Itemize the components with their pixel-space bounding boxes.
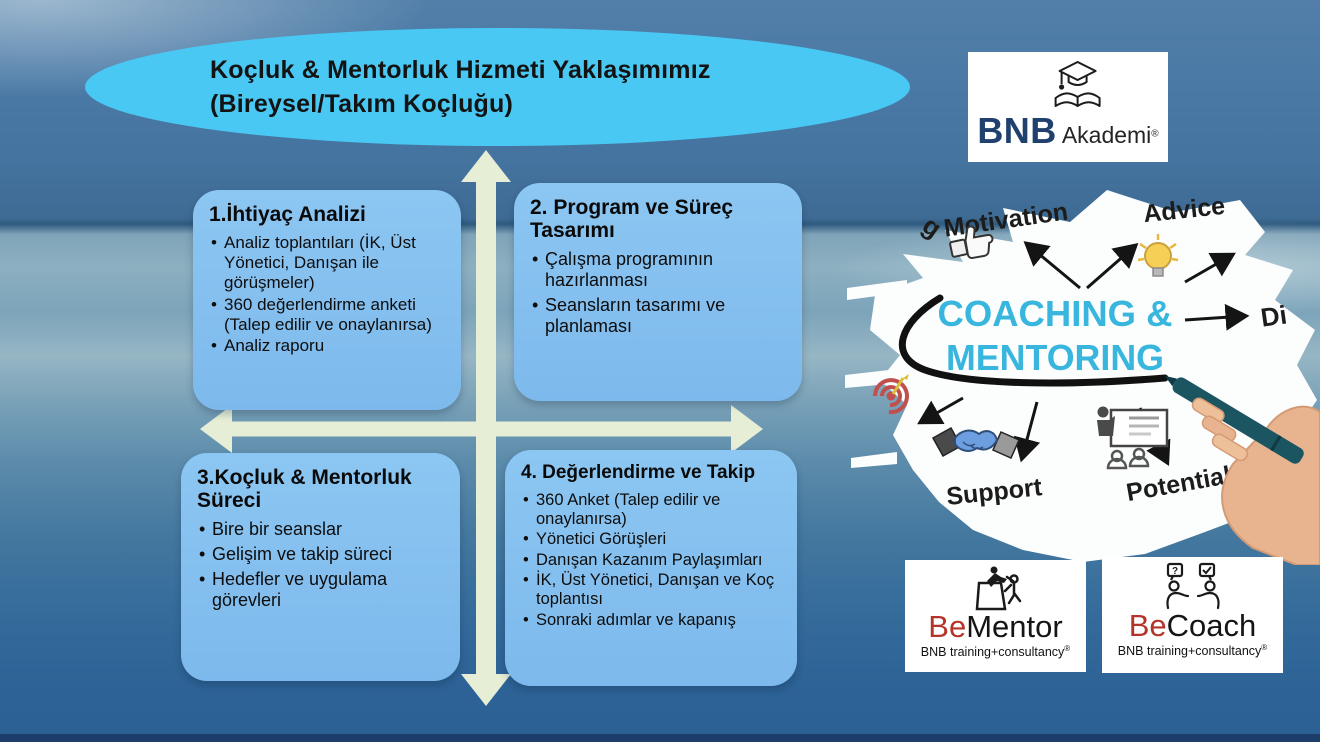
akademi-registered-mark: ® [1151, 128, 1159, 140]
coaching-heading-line1: COACHING & [938, 293, 1173, 334]
bullet-item: Sonraki adımlar ve kapanış [521, 611, 781, 631]
becoach-tagline: BNB training+consultancy® [1117, 643, 1268, 659]
bementor-name-text: Mentor [966, 609, 1063, 644]
coaching-mentoring-illustration: COACHING & MENTORING Motivation Advice g… [845, 190, 1320, 565]
hand-marker-icon [1164, 375, 1320, 565]
bementor-registered-mark: ® [1064, 644, 1071, 653]
akademi-sub-text: Akademi [1061, 122, 1152, 148]
bementor-wordmark: BeMentor [928, 611, 1062, 642]
svg-text:?: ? [1171, 566, 1177, 577]
thumbs-up-icon [949, 225, 994, 259]
slide-title-line2: (Bireysel/Takım Koçluğu) [210, 89, 514, 118]
becoach-be-text: Be [1128, 608, 1167, 643]
mentor-climb-icon [975, 566, 1021, 611]
bullet-item: Bire bir seanslar [197, 519, 444, 540]
handshake-icon [931, 426, 1020, 459]
becoach-logo: ? BeCoach BNB training+consultancy® [1102, 557, 1283, 673]
akademi-bnb-text: BNB [977, 110, 1057, 151]
quadrant-2-box: 2. Program ve Süreç Tasarımı Çalışma pro… [514, 183, 802, 401]
becoach-wordmark: BeCoach [1129, 610, 1257, 641]
quadrant-3-heading: 3.Koçluk & Mentorluk Süreci [197, 466, 412, 513]
slide-title-line1: Koçluk & Mentorluk Hizmeti Yaklaşımımız [210, 56, 711, 84]
slide-title: Koçluk & Mentorluk Hizmeti Yaklaşımımız … [210, 54, 711, 121]
bullet-item: 360 Anket (Talep edilir ve onaylanırsa) [521, 491, 781, 530]
bullet-item: Analiz toplantıları (İK, Üst Yönetici, D… [209, 233, 445, 293]
quadrant-4-box: 4. Değerlendirme ve Takip 360 Anket (Tal… [505, 450, 797, 686]
becoach-name-text: Coach [1166, 608, 1257, 643]
bullet-item: Çalışma programının hazırlanması [530, 249, 786, 291]
bementor-be-text: Be [928, 609, 967, 644]
quadrant-4-heading: 4. Değerlendirme ve Takip [521, 462, 756, 483]
bementor-logo: BeMentor BNB training+consultancy® [905, 560, 1086, 672]
bullet-item: Seansların tasarımı ve planlaması [530, 295, 786, 337]
bullet-item: 360 değerlendirme anketi (Talep edilir v… [209, 295, 445, 335]
bullet-item: Hedefler ve uygulama görevleri [197, 569, 444, 611]
quadrant-1-bullets: Analiz toplantıları (İK, Üst Yönetici, D… [209, 233, 445, 356]
axes-arrows [200, 150, 763, 706]
quadrant-2-heading: 2. Program ve Süreç Tasarımı [530, 196, 734, 243]
presentation-icon [1097, 406, 1169, 470]
quadrant-1-box: 1.İhtiyaç Analizi Analiz toplantıları (İ… [193, 190, 461, 410]
quadrant-3-bullets: Bire bir seanslarGelişim ve takip süreci… [197, 519, 444, 611]
quadrant-3-box: 3.Koçluk & Mentorluk Süreci Bire bir sea… [181, 453, 460, 681]
becoach-registered-mark: ® [1261, 643, 1268, 652]
lightbulb-icon [1137, 234, 1179, 277]
quadrant-1-heading: 1.İhtiyaç Analizi [209, 203, 366, 226]
bullet-item: Gelişim ve takip süreci [197, 544, 444, 565]
title-ellipse [85, 28, 910, 146]
graduation-cap-book-icon [1054, 61, 1101, 107]
bullet-item: Analiz raporu [209, 336, 445, 356]
bullet-item: Danışan Kazanım Paylaşımları [521, 551, 781, 571]
bementor-tagline: BNB training+consultancy® [920, 644, 1071, 660]
marker-swoosh [898, 294, 1169, 387]
label-right-partial: Di [1259, 299, 1289, 332]
paint-splash [845, 190, 1317, 562]
target-dart-icon [873, 374, 909, 415]
vertical-double-arrow [461, 150, 511, 706]
quadrant-4-bullets: 360 Anket (Talep edilir ve onaylanırsa)Y… [521, 491, 781, 630]
coaching-heading-line2: MENTORING [946, 337, 1164, 378]
quadrant-2-bullets: Çalışma programının hazırlanmasıSeanslar… [530, 249, 786, 337]
coach-dialog-icon: ? [1165, 562, 1220, 610]
bullet-item: İK, Üst Yönetici, Danışan ve Koç toplant… [521, 571, 781, 610]
bullet-item: Yönetici Görüşleri [521, 530, 781, 550]
